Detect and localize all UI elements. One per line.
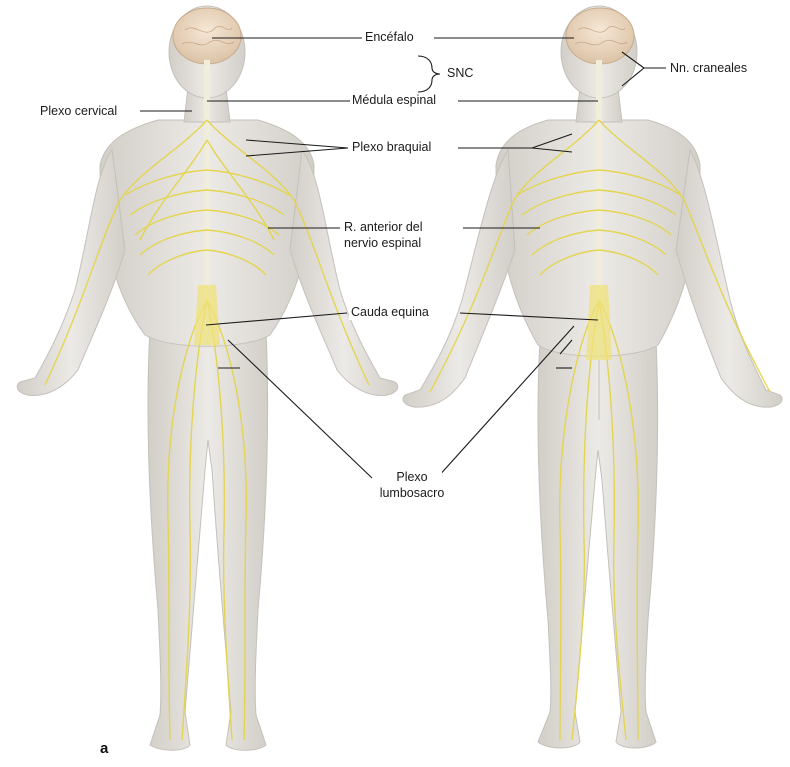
snc-brace	[418, 56, 440, 92]
panel-letter: a	[100, 740, 108, 757]
label-encefalo: Encéfalo	[363, 30, 416, 45]
label-cauda-equina: Cauda equina	[349, 305, 431, 320]
label-plexo-lumbosacro-2: lumbosacro	[372, 486, 452, 501]
label-nn-craneales: Nn. craneales	[668, 61, 749, 76]
label-r-anterior-1: R. anterior del	[342, 220, 425, 235]
label-plexo-braquial: Plexo braquial	[350, 140, 433, 155]
back-brain	[566, 8, 634, 64]
front-brain	[173, 8, 241, 64]
label-plexo-cervical: Plexo cervical	[38, 104, 119, 119]
label-r-anterior-2: nervio espinal	[342, 236, 423, 251]
label-medula-espinal: Médula espinal	[350, 93, 438, 108]
label-snc: SNC	[445, 66, 475, 81]
front-cauda-equina	[194, 285, 220, 345]
back-cauda-equina	[586, 285, 612, 360]
back-body	[403, 6, 782, 748]
label-plexo-lumbosacro-1: Plexo	[382, 470, 442, 485]
